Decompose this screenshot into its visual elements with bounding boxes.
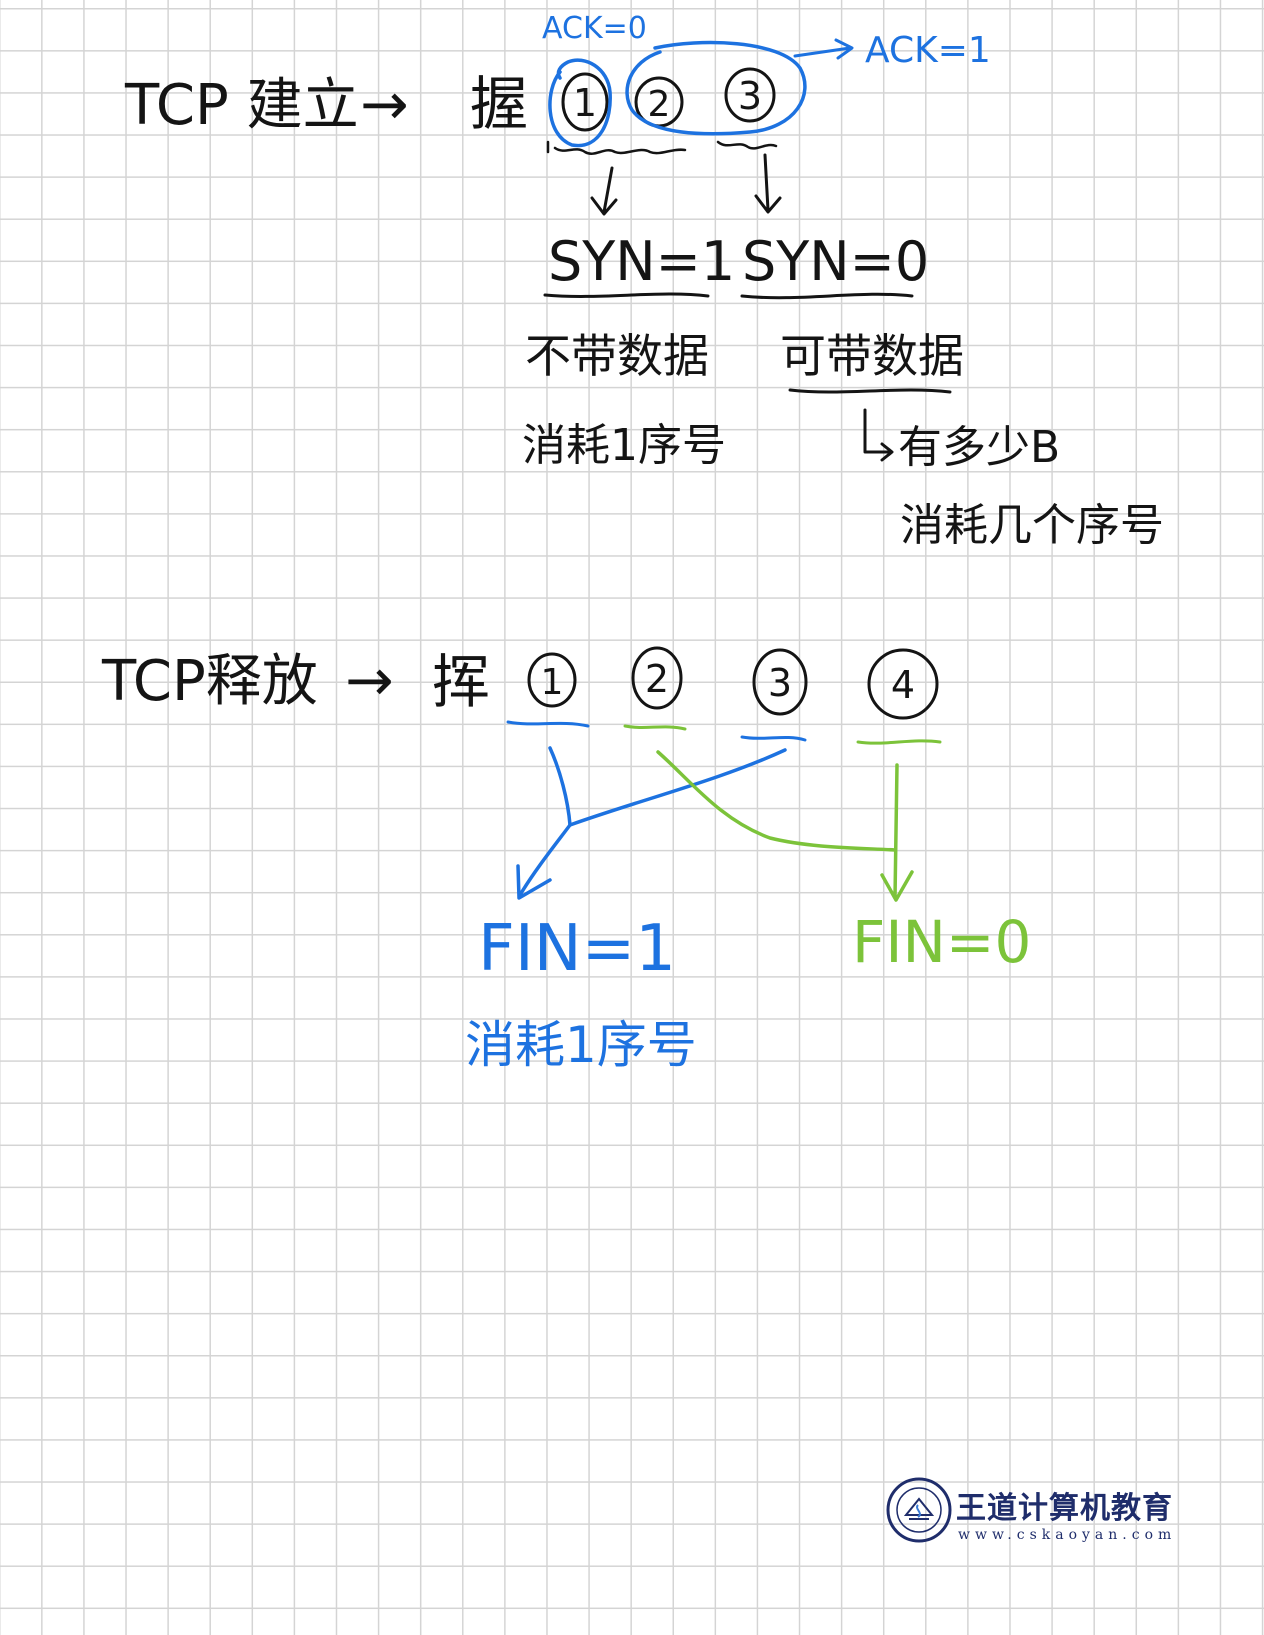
arrow-to-syn0 xyxy=(754,153,782,214)
wangdao-logo: 王道计算机教育 www.cskaoyan.com xyxy=(884,1475,1194,1565)
connector-step-1-to-fin1 xyxy=(548,746,572,827)
syn1-note-seq: 消耗1序号 xyxy=(522,420,726,471)
handshake-step-1: 1 xyxy=(561,72,609,132)
ack1-loop xyxy=(625,40,807,136)
squiggle-step-1-2 xyxy=(546,140,687,155)
syn0-note-hook-arrow xyxy=(863,408,894,462)
syn1-note-no-data: 不带数据 xyxy=(525,329,709,383)
connector-step-2-to-fin0 xyxy=(656,750,897,852)
squiggle-step-3 xyxy=(716,140,778,150)
connector-step-3-to-fin1 xyxy=(568,748,787,827)
ack0-loop xyxy=(548,58,612,148)
underline-step-2 xyxy=(623,724,687,731)
syn0-note-seq-count: 消耗几个序号 xyxy=(900,500,1164,551)
syn0-underline xyxy=(740,292,914,300)
handshake-arrow: → xyxy=(360,70,409,138)
wangdao-seal-icon xyxy=(886,1477,952,1543)
teardown-title: TCP释放 xyxy=(101,649,318,714)
handshake-section: TCP 建立 → 握 1 2 3 ACK=0 ACK=1 xyxy=(124,11,1164,551)
ack1-arrow xyxy=(793,38,854,60)
ack0-label: ACK=0 xyxy=(542,11,647,46)
teardown-step-2: 2 xyxy=(631,646,683,710)
handshake-step-3-label: 3 xyxy=(738,74,762,118)
syn1-underline xyxy=(543,292,710,298)
teardown-step-3-label: 3 xyxy=(768,661,792,705)
teardown-arrow: → xyxy=(345,646,394,714)
handshake-step-1-label: 1 xyxy=(573,81,597,125)
fin1-note-seq: 消耗1序号 xyxy=(465,1016,697,1074)
syn0-note-can-data: 可带数据 xyxy=(780,329,964,383)
teardown-step-2-label: 2 xyxy=(645,657,669,701)
handshake-step-2-label: 2 xyxy=(648,84,671,125)
syn0-label: SYN=0 xyxy=(742,230,929,293)
teardown-step-4: 4 xyxy=(867,648,939,720)
connector-step-4-to-fin0 xyxy=(880,763,914,902)
teardown-section: TCP释放 → 挥 1 2 3 4 FIN=1 xyxy=(101,646,1031,1074)
syn1-label: SYN=1 xyxy=(548,230,735,293)
arrow-to-syn1 xyxy=(590,166,618,216)
underline-step-3 xyxy=(740,735,807,742)
logo-title: 王道计算机教育 xyxy=(956,1491,1173,1526)
fin1-label: FIN=1 xyxy=(478,912,676,986)
fin0-label: FIN=0 xyxy=(852,908,1031,976)
underline-step-4 xyxy=(856,739,942,745)
handshake-title: TCP 建立 xyxy=(124,73,359,138)
ack-annotations: ACK=0 ACK=1 xyxy=(542,11,991,148)
ack1-label: ACK=1 xyxy=(865,30,991,71)
handshake-label: 握 xyxy=(470,70,528,138)
handshake-step-3: 3 xyxy=(724,67,776,123)
teardown-step-4-label: 4 xyxy=(891,663,915,707)
syn0-note-underline xyxy=(788,388,952,394)
teardown-step-1: 1 xyxy=(527,652,577,708)
teardown-step-3: 3 xyxy=(752,648,808,716)
teardown-step-1-label: 1 xyxy=(541,662,564,703)
teardown-label: 挥 xyxy=(432,648,490,716)
logo-url: www.cskaoyan.com xyxy=(958,1527,1177,1543)
syn0-note-bytes: 有多少B xyxy=(898,422,1060,473)
connector-merge-to-fin1 xyxy=(516,823,572,900)
underline-step-1 xyxy=(506,720,590,728)
